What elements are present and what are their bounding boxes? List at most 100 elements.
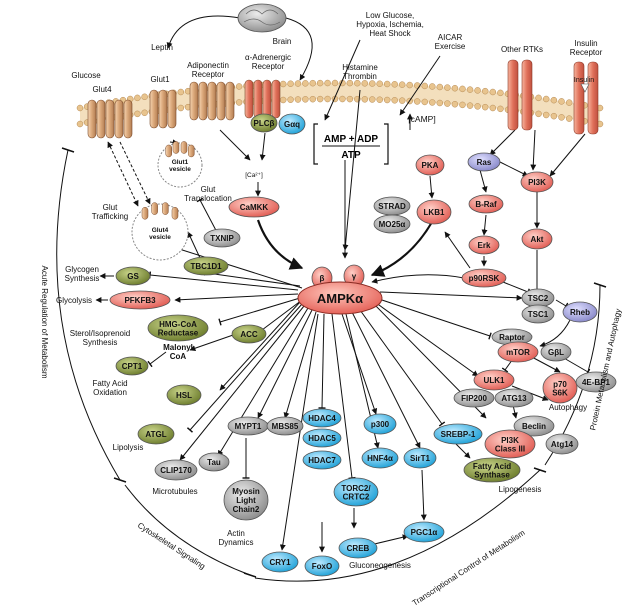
lipid-head	[436, 83, 444, 91]
atg14-node-label: Atg14	[551, 440, 574, 449]
ampk-inhibits-raptor	[375, 297, 492, 340]
hsl-node-shape	[166, 384, 202, 406]
glut4-transporter-helix	[114, 99, 124, 139]
torc2-node-shape	[333, 477, 379, 507]
lkb1-to-ampk	[370, 221, 433, 277]
cry1-node-label: CRY1	[269, 558, 291, 567]
arc-left-label: Acute Regulation of Metabolism	[40, 266, 49, 379]
cry1-node-shape	[261, 551, 299, 573]
lipid-head	[287, 96, 294, 103]
lipid-head	[459, 101, 466, 109]
glut4-transporter-helix	[105, 99, 115, 139]
rtk-chain	[521, 59, 533, 131]
pi3k-node: PI3K	[520, 171, 554, 193]
plcb-node-shape	[250, 113, 278, 133]
brain-to-leptin	[166, 15, 241, 49]
lipid-head	[279, 80, 287, 88]
rheb-to-mtor	[539, 319, 571, 348]
ebp1-node-shape	[575, 371, 617, 393]
brain-shape	[237, 3, 287, 33]
lipid-head	[535, 94, 542, 102]
cry1-node: CRY1	[261, 551, 299, 573]
ampk-to-sirt1	[351, 311, 421, 449]
glycolysis-label: Glycolysis	[56, 296, 92, 305]
ir-chain	[573, 61, 585, 135]
braf-to-erk	[481, 214, 488, 236]
hmgcoa-node-shape	[147, 314, 209, 342]
insulin-ligand-icon	[580, 83, 590, 93]
foxo-node: FoxO	[304, 555, 340, 577]
lipid-head	[451, 100, 459, 108]
ampk-to-clip170	[179, 305, 305, 461]
lipid-head	[466, 102, 474, 109]
lipid-head	[302, 96, 309, 103]
atgl-node-shape	[137, 423, 175, 445]
arc-tick	[533, 467, 547, 473]
lipid-head	[481, 103, 489, 111]
mbs85-node: MBS85	[266, 416, 304, 436]
camkk-node: CaMKK	[228, 196, 280, 218]
hdac4-node-label: HDAC4	[308, 414, 336, 423]
pathway-edges	[95, 15, 591, 553]
other-rtks-label: Other RTKs	[501, 45, 543, 54]
p90rsk-node-label: p90RSK	[469, 274, 500, 283]
srebp1-node: SREBP-1	[433, 423, 483, 445]
lipid-head	[451, 84, 459, 92]
glut4-label: Glut4	[92, 85, 112, 94]
ampk-beta-node-label: β	[320, 274, 325, 283]
lipid-head	[542, 95, 550, 103]
alpha-adrenergic-receptor-helix	[244, 79, 254, 119]
beclin-node: Beclin	[513, 415, 555, 437]
brain-icon	[237, 3, 287, 33]
malonyl-inhibits-cpt1	[147, 351, 167, 368]
ampk-to-p300	[341, 313, 378, 415]
membrane-receptors	[87, 3, 599, 261]
lipid-head	[391, 97, 398, 104]
tsc1-node: TSC1	[521, 304, 555, 324]
mo25-node-label: MO25α	[379, 220, 406, 229]
glut4-vesicle-transporter	[162, 202, 169, 215]
cpt1-node-label: CPT1	[122, 362, 143, 371]
erk-node-shape	[468, 235, 500, 255]
cpt1-node: CPT1	[115, 356, 149, 376]
pka-node: PKA	[415, 154, 445, 176]
tsc1-node-shape	[521, 304, 555, 324]
lipid-head	[361, 80, 369, 87]
lipid-head	[550, 96, 558, 104]
camp-label: [cAMP]	[408, 114, 435, 124]
tbc1d1-to-translocation	[187, 231, 201, 259]
ir-chain	[587, 61, 599, 135]
fip200-node: FIP200	[453, 388, 495, 408]
glut4-transporter-helix	[96, 99, 106, 139]
arc-tick	[593, 282, 607, 288]
strad-node-label: STRAD	[378, 202, 406, 211]
rtk-to-ras	[489, 129, 516, 156]
brain-folds	[243, 9, 281, 26]
srebp1-to-fas	[455, 443, 471, 459]
lipid-head	[309, 79, 317, 87]
lipid-head	[413, 98, 421, 105]
ampk-to-mypt1	[257, 309, 313, 419]
raptor-node-label: Raptor	[499, 333, 525, 342]
lipid-head	[481, 87, 489, 95]
mo25-node: MO25α	[373, 214, 411, 234]
acc-node-label: ACC	[240, 330, 258, 339]
rheb-node-shape	[562, 301, 598, 323]
hdac5-node: HDAC5	[302, 428, 342, 448]
ampk-to-mbs85	[283, 311, 317, 419]
mtor-node-shape	[497, 341, 539, 363]
pgc1a-node-label: PGC1α	[411, 528, 438, 537]
ampk-inhibits-gs	[148, 271, 299, 291]
lipid-head	[558, 98, 565, 105]
microtubules-label: Microtubules	[152, 487, 197, 496]
rtk-chain	[507, 59, 519, 131]
beclin-node-label: Beclin	[522, 422, 546, 431]
mypt1-node-label: MYPT1	[235, 422, 262, 431]
